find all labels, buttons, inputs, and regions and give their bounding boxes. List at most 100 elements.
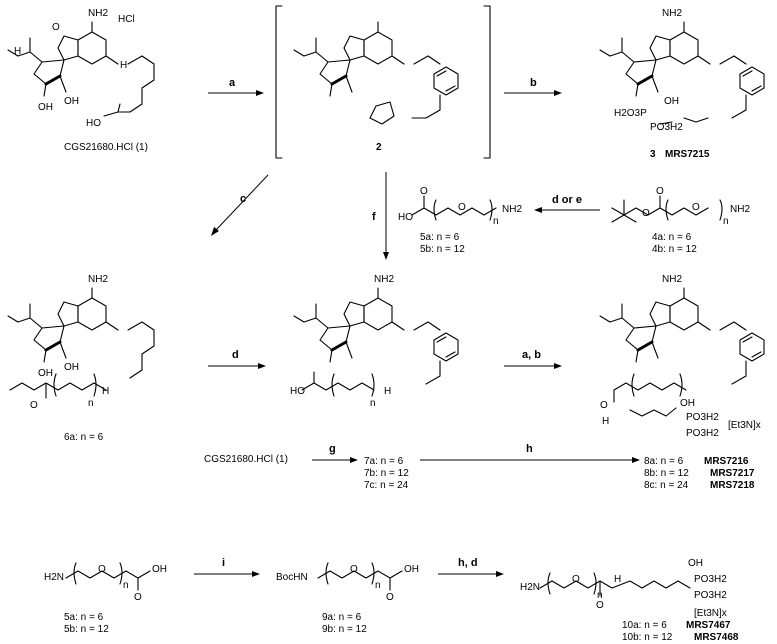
boc-label: BocHN (276, 572, 308, 583)
oh-label: OH (680, 398, 695, 409)
compound-10-structure (539, 572, 691, 597)
nh-label: H (102, 386, 109, 397)
arrow-c (215, 174, 269, 231)
nh2-label: NH2 (502, 204, 522, 215)
o-label: O (572, 574, 580, 585)
reagent-ab: a, b (522, 349, 541, 361)
compound-9a-label: 9a: n = 6 (322, 612, 362, 623)
counterion-label: [Et3N]x (728, 420, 761, 431)
n-subscript: n (88, 398, 94, 409)
h2n-label: H2N (520, 582, 540, 593)
amine-h-label: H (120, 60, 127, 71)
compound-7c-label: 7c: n = 24 (364, 480, 409, 491)
amide-o-label: O (52, 22, 60, 33)
n-subscript: n (597, 590, 603, 601)
nh2-label: NH2 (88, 8, 108, 19)
ho-label: HO (290, 386, 305, 397)
nh2-label: NH2 (88, 274, 108, 285)
o-label: O (30, 400, 38, 411)
reagent-c: c (240, 193, 246, 205)
reagent-a: a (229, 77, 236, 89)
mrs7467-label: MRS7467 (686, 620, 731, 631)
reagent-h: h (526, 443, 533, 455)
mrs7468-label: MRS7468 (694, 632, 739, 643)
nh2-label: NH2 (662, 8, 682, 19)
oh-label: OH (38, 368, 53, 379)
nh-label: H (384, 386, 391, 397)
mrs7216-label: MRS7216 (704, 456, 749, 467)
oh-label: OH (664, 96, 679, 107)
hcl-label: HCl (118, 14, 135, 25)
compound-8b-label: 8b: n = 12 (644, 468, 689, 479)
mrs7218-label: MRS7218 (710, 480, 755, 491)
mrs7217-label: MRS7217 (710, 468, 755, 479)
compound-5-amine-structure (65, 562, 151, 591)
compound-6a-structure (6, 286, 155, 399)
compound-8a-label: 8a: n = 6 (644, 456, 684, 467)
compound-4a-label: 4a: n = 6 (652, 232, 692, 243)
o-label: O (642, 208, 650, 219)
phosphonate-label: PO3H2 (686, 428, 719, 439)
nh2-label: NH2 (374, 274, 394, 285)
n-subscript: n (493, 216, 499, 227)
cgs-label-mid: CGS21680.HCl (1) (204, 454, 288, 465)
oh-label: OH (38, 102, 53, 113)
compound-4-structure (611, 195, 723, 223)
compound-2-label: 2 (376, 142, 382, 153)
oh-label: OH (688, 558, 703, 569)
ho-label: HO (398, 212, 413, 223)
o-label: O (420, 186, 428, 197)
compound-5a-label: 5a: n = 6 (420, 232, 460, 243)
compound-10a-label: 10a: n = 6 (622, 620, 667, 631)
oh-label: OH (64, 96, 79, 107)
compound-10b-label: 10b: n = 12 (622, 632, 673, 643)
compound-6a-label: 6a: n = 6 (64, 432, 104, 443)
compound-4b-label: 4b: n = 12 (652, 244, 697, 255)
o-label: O (692, 202, 700, 213)
compound-7-structure (292, 286, 459, 397)
amide-nh-label: H (14, 46, 21, 57)
h2n-label: H2N (44, 572, 64, 583)
compound-9-structure (317, 562, 403, 591)
o-label: O (98, 564, 106, 575)
n-subscript: n (123, 580, 129, 591)
n-subscript: n (723, 216, 729, 227)
nh2-label: NH2 (662, 274, 682, 285)
o-label: O (596, 600, 604, 611)
phosphonate-label: PO3H2 (650, 122, 683, 133)
reagent-b: b (530, 77, 537, 89)
compound-2-bracket (275, 5, 491, 159)
oh-label: OH (64, 362, 79, 373)
nh-label: H (614, 574, 621, 585)
mrs7215-label: MRS7215 (665, 149, 710, 160)
phosphonate-label: H2O3P (614, 108, 647, 119)
nh2-label: NH2 (730, 204, 750, 215)
compound-5a-label-bottom: 5a: n = 6 (64, 612, 104, 623)
o-label: O (656, 186, 664, 197)
o-label: O (134, 592, 142, 603)
reagent-f: f (372, 211, 376, 223)
n-subscript: n (375, 580, 381, 591)
oh-label: OH (152, 564, 167, 575)
phosphonate-label: PO3H2 (686, 412, 719, 423)
compound-8c-label: 8c: n = 24 (644, 480, 689, 491)
compound-1-structure (6, 20, 155, 117)
compound-5-structure (411, 195, 497, 221)
nh-label: H (602, 416, 609, 427)
compound-5b-label-bottom: 5b: n = 12 (64, 624, 109, 635)
oh-label: OH (404, 564, 419, 575)
o-label: O (386, 592, 394, 603)
compound-3-label: 3 (650, 149, 656, 160)
compound-8-structure (598, 286, 765, 417)
reagent-d-or-e: d or e (552, 194, 582, 206)
compound-7a-label: 7a: n = 6 (364, 456, 404, 467)
reagent-i: i (222, 557, 225, 569)
counterion-label: [Et3N]x (694, 608, 727, 619)
compound-2-structure (292, 20, 459, 125)
n-subscript: n (370, 398, 376, 409)
compound-5b-label: 5b: n = 12 (420, 244, 465, 255)
o-label: O (458, 202, 466, 213)
compound-7b-label: 7b: n = 12 (364, 468, 409, 479)
cgs-label: CGS21680.HCl (1) (64, 142, 148, 153)
